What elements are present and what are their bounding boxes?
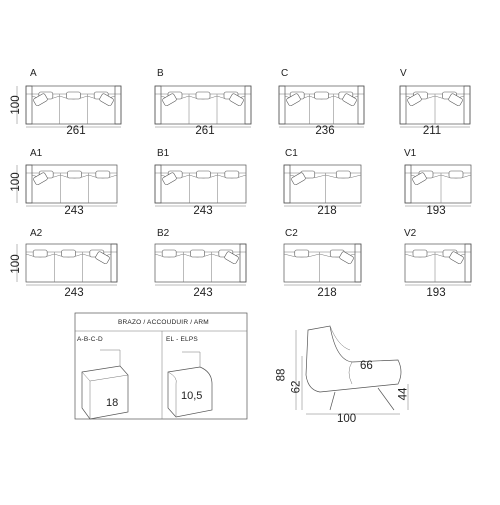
sofa-arm-left (278, 85, 286, 125)
armchair-width: 100 (337, 413, 357, 425)
sofa-back-pillow (224, 170, 240, 179)
sofa-arm-right (239, 243, 247, 283)
arm-detail-left-label: A-B-C-D (77, 336, 103, 343)
sofa-arm-left (25, 164, 33, 204)
arm-detail-right-label: EL - ELPS (166, 336, 198, 343)
sofa-side-pillow-right (95, 251, 110, 265)
sofa-arm-right (464, 243, 472, 283)
arm-detail-box (74, 312, 248, 420)
model-code-a1: A1 (30, 148, 43, 159)
sofa-side-pillow-right (449, 251, 464, 265)
arm-sketch-round-back (182, 351, 201, 367)
arm-sketch-block (81, 365, 129, 420)
arm-sketch-block-back (100, 349, 121, 366)
row3-height-label: 100 (10, 254, 22, 274)
model-width-a2: 243 (64, 287, 84, 299)
sofa-back-pillow (294, 249, 310, 258)
sofa-back-pillow (32, 249, 48, 258)
sofa-side-pillow-left (162, 172, 177, 186)
sofa-back-pillow (195, 91, 211, 100)
sofa-arm-right (354, 243, 362, 283)
model-code-v1: V1 (404, 148, 417, 159)
sofa-arm-left (154, 164, 162, 204)
sofa-back-pillow (190, 249, 205, 258)
armchair-seat-depth: 66 (360, 360, 373, 372)
model-width-c2: 218 (317, 287, 337, 299)
sofa-side-pillow-right (229, 93, 244, 107)
model-width-c: 236 (315, 125, 335, 137)
sofa-back-pillow (448, 170, 464, 179)
model-code-c2: C2 (285, 228, 298, 239)
sofa-arm-right (357, 85, 365, 125)
armchair-leg-front (329, 391, 336, 411)
model-width-v2: 193 (426, 287, 446, 299)
model-width-v1: 193 (426, 205, 446, 217)
armchair-seat-curve (348, 361, 353, 385)
model-width-a: 261 (66, 125, 86, 137)
sofa-arm-left (154, 85, 162, 125)
model-code-a2: A2 (30, 228, 43, 239)
model-code-c: C (281, 68, 289, 79)
sofa-back-pillow (95, 170, 111, 179)
sofa-back-pillow (196, 170, 211, 179)
sofa-side-pillow-left (412, 172, 427, 186)
model-code-c1: C1 (285, 148, 298, 159)
model-code-b1: B1 (157, 148, 170, 159)
arm-sketch-round-edge (167, 371, 177, 417)
sofa-side-pillow-left (162, 93, 177, 107)
sofa-side-pillow-right (224, 251, 239, 265)
arm-detail-right-value: 10,5 (181, 390, 203, 402)
model-code-b: B (157, 68, 164, 79)
model-width-c1: 218 (317, 205, 337, 217)
sofa-arm-right (114, 85, 122, 125)
armchair-total-height: 88 (275, 368, 288, 382)
sofa-side-pillow-left (286, 93, 301, 107)
sofa-arm-left (404, 164, 412, 204)
sofa-side-pillow-left (33, 172, 48, 186)
model-width-b1: 243 (193, 205, 213, 217)
arm-detail-title: BRAZO / ACCOUDUIR / ARM (118, 319, 209, 326)
arm-sketch-block-top (81, 371, 129, 382)
sofa-arm-left (283, 164, 291, 204)
sofa-back-pillow (314, 91, 329, 100)
sofa-back-pillow (335, 170, 351, 179)
sofa-back-pillow (67, 170, 82, 179)
model-code-a: A (30, 68, 37, 79)
model-width-b2: 243 (193, 287, 213, 299)
arm-detail-left-value: 18 (106, 397, 119, 409)
armchair-body (305, 325, 402, 393)
armchair-back-curve (329, 325, 351, 351)
model-width-b: 261 (195, 125, 215, 137)
sofa-back-pillow (66, 91, 81, 100)
sofa-arm-right (463, 85, 471, 125)
model-code-v2: V2 (404, 228, 417, 239)
sofa-side-pillow-right (339, 251, 354, 265)
sofa-arm-right (110, 243, 118, 283)
sofa-side-pillow-right (342, 93, 357, 107)
sofa-side-pillow-left (291, 172, 306, 186)
armchair-arm-height: 62 (290, 380, 303, 394)
sofa-arm-left (25, 85, 33, 125)
sofa-back-pillow (161, 249, 177, 258)
sofa-back-pillow (412, 249, 428, 258)
sofa-back-pillow (61, 249, 76, 258)
sofa-arm-right (244, 85, 252, 125)
model-code-b2: B2 (157, 228, 170, 239)
armchair-leg-back (377, 387, 395, 411)
sofa-side-pillow-right (448, 93, 463, 107)
armchair-seat-height: 44 (397, 387, 410, 401)
sofa-arm-left (399, 85, 407, 125)
model-width-v: 211 (422, 125, 442, 137)
sofa-side-pillow-left (407, 93, 422, 107)
row2-height-label: 100 (10, 172, 22, 192)
row1-height-label: 100 (10, 95, 22, 115)
model-code-v: V (400, 68, 407, 79)
sofa-side-pillow-right (99, 93, 114, 107)
arm-sketch-round (167, 366, 213, 418)
model-width-a1: 243 (64, 205, 84, 217)
sofa-side-pillow-left (33, 93, 48, 107)
